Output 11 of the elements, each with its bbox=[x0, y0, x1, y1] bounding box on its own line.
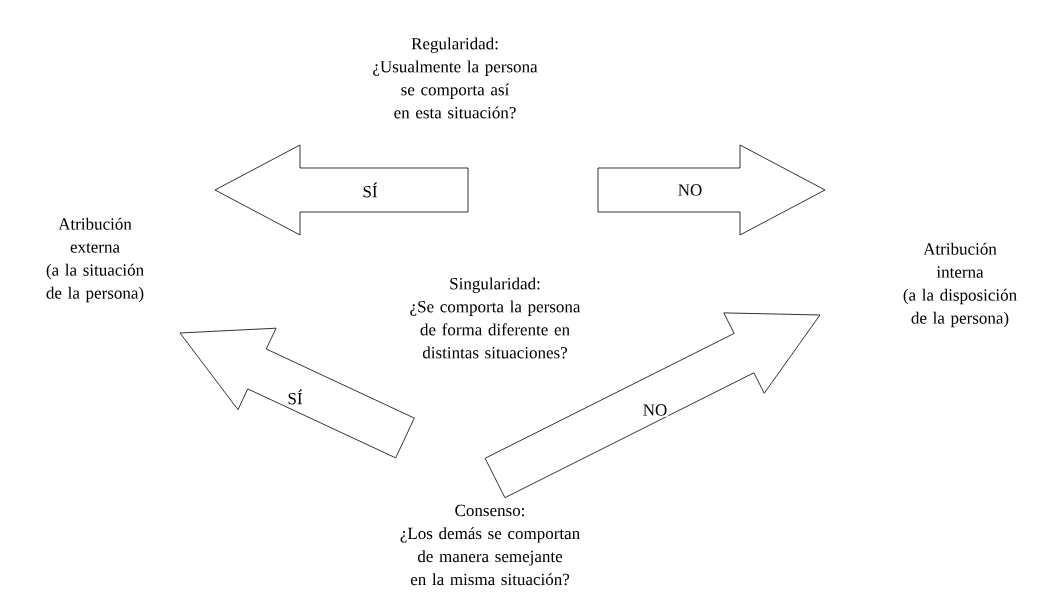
edge-label: NO bbox=[676, 183, 704, 197]
block-arrow bbox=[597, 144, 826, 236]
attribution-text: Atribución externa (a la situación de la persona) bbox=[46, 217, 144, 303]
edge-label: NO bbox=[641, 403, 669, 417]
block-arrow bbox=[214, 144, 469, 236]
question-text: Regularidad: ¿Usualmente la persona se comporta así en esta situación? bbox=[373, 37, 538, 119]
question-text: Consenso: ¿Los demás se comportan de manera semejante en la misma situación? bbox=[400, 504, 580, 586]
block-arrow bbox=[179, 327, 415, 459]
attribution-text: Atribución interna (a la disposición de la persona) bbox=[903, 242, 1017, 328]
question-text: Singularidad: ¿Se comporta la persona de forma diferente en distintas situaciones? bbox=[410, 277, 581, 359]
block-arrow bbox=[484, 312, 821, 499]
